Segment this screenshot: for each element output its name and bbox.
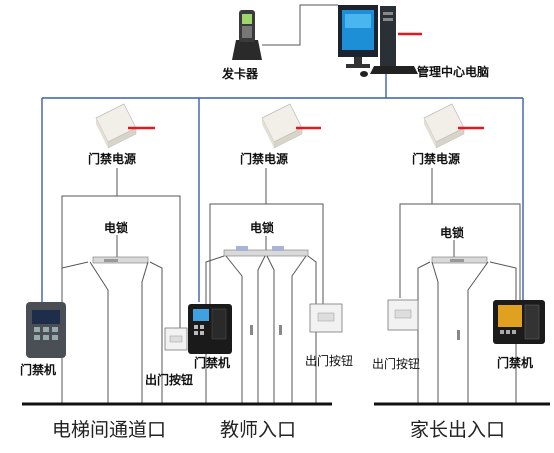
wire	[209, 203, 324, 304]
power-supply-label: 门禁电源	[240, 151, 288, 166]
electric-lock-icon	[92, 256, 149, 264]
access-terminal-label: 门禁机	[20, 362, 56, 377]
door-leaf	[89, 261, 109, 404]
zone-label-parent: 家长出入口	[410, 419, 505, 441]
door-handle	[279, 325, 282, 335]
exit-button-2: 出门按钮	[305, 303, 353, 368]
management-pc-label: 管理中心电脑	[417, 64, 489, 79]
power-supply-2: 门禁电源	[240, 103, 321, 166]
power-supply-1: 门禁电源	[88, 103, 155, 166]
electric-lock-1	[92, 256, 149, 264]
door-frame	[205, 255, 225, 404]
door-leaf	[225, 255, 243, 404]
access-terminal-2: 门禁机	[188, 304, 232, 370]
computer-icon	[338, 5, 418, 77]
door-handle	[250, 325, 253, 335]
exit-button-icon	[164, 327, 188, 351]
power-supply-label: 门禁电源	[412, 151, 460, 166]
door-frame	[417, 261, 431, 404]
power-supply-icon	[261, 103, 303, 149]
door-icon	[417, 261, 517, 404]
issuer-to-pc-line	[262, 4, 338, 46]
card-issuer: 发卡器	[221, 10, 262, 81]
power-supply-icon	[95, 103, 137, 149]
management-pc: 管理中心电脑	[338, 5, 489, 79]
access-terminal-icon	[188, 304, 232, 354]
exit-button-3: 出门按钮	[372, 299, 420, 371]
electric-lock-icon	[431, 256, 488, 264]
exit-button-label: 出门按钮	[372, 356, 420, 371]
power-supply-icon	[423, 103, 465, 149]
zone-label-elevator: 电梯间通道口	[52, 419, 166, 441]
access-terminal-label: 门禁机	[194, 355, 230, 370]
door-frame	[489, 261, 517, 404]
door-icon	[205, 255, 317, 404]
access-terminal-3: 门禁机	[493, 300, 545, 370]
door-frame	[307, 255, 317, 404]
door-frame	[149, 261, 163, 404]
door-leaf	[467, 261, 489, 404]
card-reader-icon	[232, 10, 262, 60]
power-supply-3: 门禁电源	[412, 103, 484, 166]
electric-lock-icon	[223, 246, 309, 257]
electric-lock-label: 电锁	[250, 220, 274, 235]
door-leaf	[257, 255, 266, 404]
exit-button-label: 出门按钮	[305, 353, 353, 368]
wire	[399, 203, 521, 300]
exit-button-icon	[387, 299, 419, 331]
card-issuer-label: 发卡器	[221, 66, 259, 81]
access-terminal-label: 门禁机	[497, 355, 533, 370]
door-icon	[61, 261, 163, 404]
door-handle	[457, 330, 460, 340]
door-frame	[61, 261, 89, 404]
electric-lock-3	[431, 256, 488, 264]
access-terminal-icon	[493, 300, 545, 344]
door-leaf	[291, 255, 307, 404]
exit-button-label: 出门按钮	[145, 372, 193, 387]
exit-button-icon	[309, 303, 343, 333]
door-leaf	[431, 261, 439, 404]
door-leaf	[266, 255, 275, 404]
electric-lock-label: 电锁	[104, 220, 128, 235]
access-terminal-1: 门禁机	[20, 302, 66, 377]
access-terminal-icon	[26, 302, 66, 358]
electric-lock-2	[223, 246, 309, 257]
power-supply-label: 门禁电源	[88, 151, 136, 166]
zone-label-teacher: 教师入口	[220, 419, 296, 441]
wire	[61, 195, 181, 330]
electric-lock-label: 电锁	[440, 225, 464, 240]
exit-button-1: 出门按钮	[145, 327, 193, 387]
door-leaf	[141, 261, 149, 404]
